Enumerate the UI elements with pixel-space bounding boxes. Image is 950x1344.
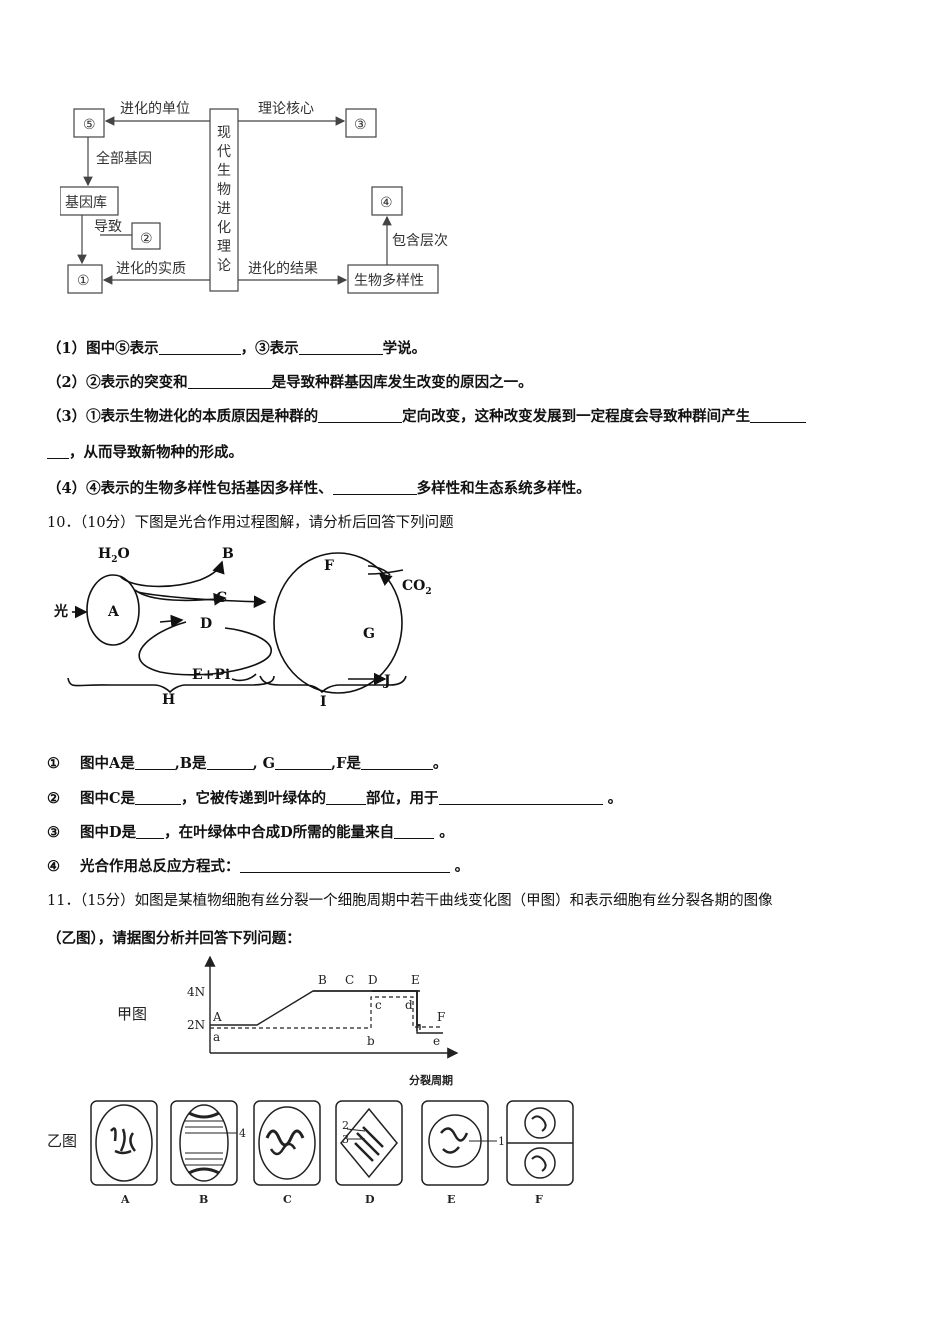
cell-D-label: D: [365, 1193, 375, 1206]
svg-text:进: 进: [217, 201, 231, 217]
pt-B: B: [318, 973, 327, 987]
label-H: H: [162, 692, 175, 708]
gene-pool-label: 基因库: [65, 194, 107, 211]
label-A: A: [107, 604, 120, 620]
label-E-Pi: E+Pi: [192, 667, 230, 683]
box-1-label: ①: [77, 273, 90, 289]
photosynthesis-diagram: H2O B 光 A C D E+Pi H F CO2 G J I: [53, 546, 432, 710]
svg-text:化: 化: [217, 220, 231, 236]
levels-label: 包含层次: [392, 233, 448, 249]
unit-of-evolution-label: 进化的单位: [120, 101, 190, 117]
pt-e: e: [433, 1034, 440, 1048]
label-I: I: [320, 694, 327, 710]
pt-A: A: [212, 1010, 222, 1024]
result-label: 进化的结果: [248, 261, 318, 277]
y-2n: 2N: [187, 1018, 205, 1032]
q11-title-cont: （乙图），请据图分析并回答下列问题：: [47, 930, 301, 947]
box-4-label: ④: [380, 195, 393, 211]
box-3-label: ③: [354, 117, 367, 133]
callout-2: 2: [342, 1119, 349, 1132]
light-label: 光: [53, 603, 68, 620]
pt-F: F: [437, 1010, 445, 1024]
cell-C-label: C: [283, 1193, 292, 1206]
all-genes-label: 全部基因: [96, 150, 152, 167]
yi-label: 乙图: [47, 1132, 77, 1150]
x-axis-label: 分裂周期: [409, 1073, 453, 1087]
pt-d: d: [405, 998, 413, 1012]
jia-chart: [204, 955, 459, 1059]
pt-b: b: [367, 1034, 375, 1048]
y-4n: 4N: [187, 985, 205, 999]
label-C: C: [216, 590, 227, 606]
callout-1: 1: [498, 1135, 505, 1148]
cell-B-label: B: [199, 1193, 208, 1206]
box-2-label: ②: [140, 231, 153, 247]
co2-label: CO2: [402, 578, 432, 597]
q11-title: 11．（15分）如图是某植物细胞有丝分裂一个细胞周期中若干曲线变化图（甲图）和表…: [47, 893, 773, 909]
svg-text:物: 物: [217, 182, 231, 198]
pt-D: D: [368, 973, 378, 987]
pt-C: C: [345, 973, 354, 987]
cell-A-label: A: [120, 1193, 130, 1206]
pt-c: c: [375, 998, 382, 1012]
center-box-text: 现 代 生 物 进 化 理 论: [217, 125, 231, 274]
svg-text:现: 现: [217, 125, 231, 141]
label-F: F: [324, 558, 334, 574]
evolution-theory-diagram: ⑤ ③ ④ ② ① 基因库 生物多样性 进化的单位 理论核心 全部基因 导致 进…: [60, 101, 448, 294]
label-B: B: [222, 546, 234, 562]
label-J: J: [382, 673, 391, 689]
h2o-label: H2O: [98, 546, 130, 565]
svg-text:论: 论: [217, 258, 231, 274]
svg-text:生: 生: [217, 163, 231, 179]
essence-label: 进化的实质: [116, 261, 186, 277]
callout-4: 4: [239, 1127, 246, 1140]
q10-title: 10．（10分）下图是光合作用过程图解，请分析后回答下列问题: [47, 515, 454, 531]
q9-part3: （3）①表示生物进化的本质原因是种群的定向改变，这种改变发展到一定程度会导致种群…: [47, 405, 807, 426]
mitosis-figures: 4N 2N 甲图 分裂周期 A B C D E F a b c d e 乙图: [47, 955, 574, 1206]
svg-text:理: 理: [217, 239, 231, 255]
cause-label: 导致: [94, 219, 122, 235]
box-5-label: ⑤: [83, 117, 96, 133]
label-D: D: [200, 616, 212, 632]
callout-3: 3: [342, 1133, 349, 1146]
pt-a: a: [213, 1030, 220, 1044]
biodiversity-label: 生物多样性: [354, 272, 424, 289]
theory-core-label: 理论核心: [258, 101, 314, 117]
jia-label: 甲图: [117, 1005, 147, 1023]
svg-text:代: 代: [217, 144, 231, 160]
q9-part3-cont: ，从而导致新物种的形成。: [47, 441, 243, 462]
q9-part1: （1）图中⑤表示，③表示学说。: [47, 340, 427, 357]
q9-part2: （2）②表示的突变和是导致种群基因库发生改变的原因之一。: [47, 374, 533, 391]
cell-F-label: F: [535, 1193, 543, 1206]
label-G: G: [363, 626, 375, 642]
q9-part4: （4）④表示的生物多样性包括基因多样性、多样性和生态系统多样性。: [47, 480, 591, 497]
pt-E: E: [411, 973, 420, 987]
cell-E-label: E: [447, 1193, 455, 1206]
